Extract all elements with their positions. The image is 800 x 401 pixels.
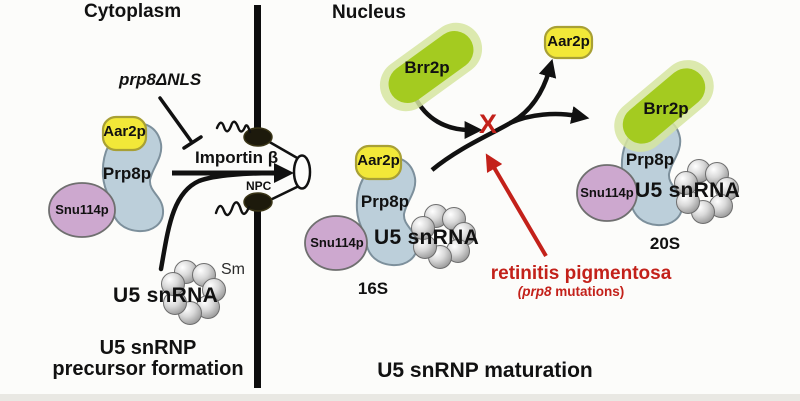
disease-arrow [485,153,548,258]
npc-pore [214,120,312,217]
disease-gene: (prp8 [517,284,552,299]
disease-name-label: retinitis pigmentosa [490,263,672,284]
importin-beta-label: Importin β [195,148,279,167]
image-bottom-edge [0,394,800,401]
brr2p-label-free: Brr2p [404,58,450,77]
u5-snrna-label-20s: U5 snRNA [635,179,741,202]
brr2p-label-20s: Brr2p [643,99,689,118]
aar2p-label-16s: Aar2p [357,152,400,169]
pore-particle-bottom [243,192,273,212]
aar2p-shape [354,144,403,181]
precursor-caption-line2: precursor formation [52,358,244,380]
snu114p-shape [304,215,368,271]
prp8-delta-nls-label: prp8ΔNLS [119,70,202,89]
prp8p-label-20s: Prp8p [625,150,675,169]
nucleus-label: Nucleus [332,2,406,23]
disease-detail-label: (prp8 mutations) [451,284,691,299]
u5-snrna-label-16s: U5 snRNA [374,226,480,249]
disease-detail-rest: mutations) [551,284,625,299]
maturation-caption: U5 snRNP maturation [377,359,593,382]
prp8p-label-precursor: Prp8p [102,164,152,183]
aar2p-label-precursor: Aar2p [103,123,146,140]
pore-particle-top [243,127,273,147]
inhibition-tbar [158,96,203,150]
precursor-caption: U5 snRNP precursor formation [40,338,256,380]
prp8p-label-16s: Prp8p [360,192,410,211]
cytoplasm-label: Cytoplasm [84,1,182,22]
snu114p-shape [48,182,116,238]
precursor-complex [48,115,165,238]
precursor-caption-line1: U5 snRNP [99,337,197,359]
complex-16s [304,144,476,271]
snu114p-label-20s: Snu114p [580,185,634,200]
aar2p-shape [101,115,148,152]
stage-label-16s: 16S [357,279,389,298]
pore-channel-opening [292,154,312,190]
stage-label-20s: 20S [649,234,681,253]
fg-repeat-squiggle-top [215,120,252,134]
snu114p-label-precursor: Snu114p [55,202,109,217]
maturation-arrow-16s-to-20s [509,106,590,126]
npc-label: NPC [246,179,272,193]
block-x-mark: X [478,109,497,139]
snu114p-shape [576,164,638,222]
sm-label: Sm [221,261,245,278]
aar2p-label-released: Aar2p [547,33,590,50]
complex-20s [576,49,739,227]
u5-snrna-label-cytoplasm: U5 snRNA [113,284,219,307]
aar2p-released-shape [543,25,594,60]
fg-repeat-squiggle-bottom [214,201,251,217]
snu114p-label-16s: Snu114p [310,235,364,250]
